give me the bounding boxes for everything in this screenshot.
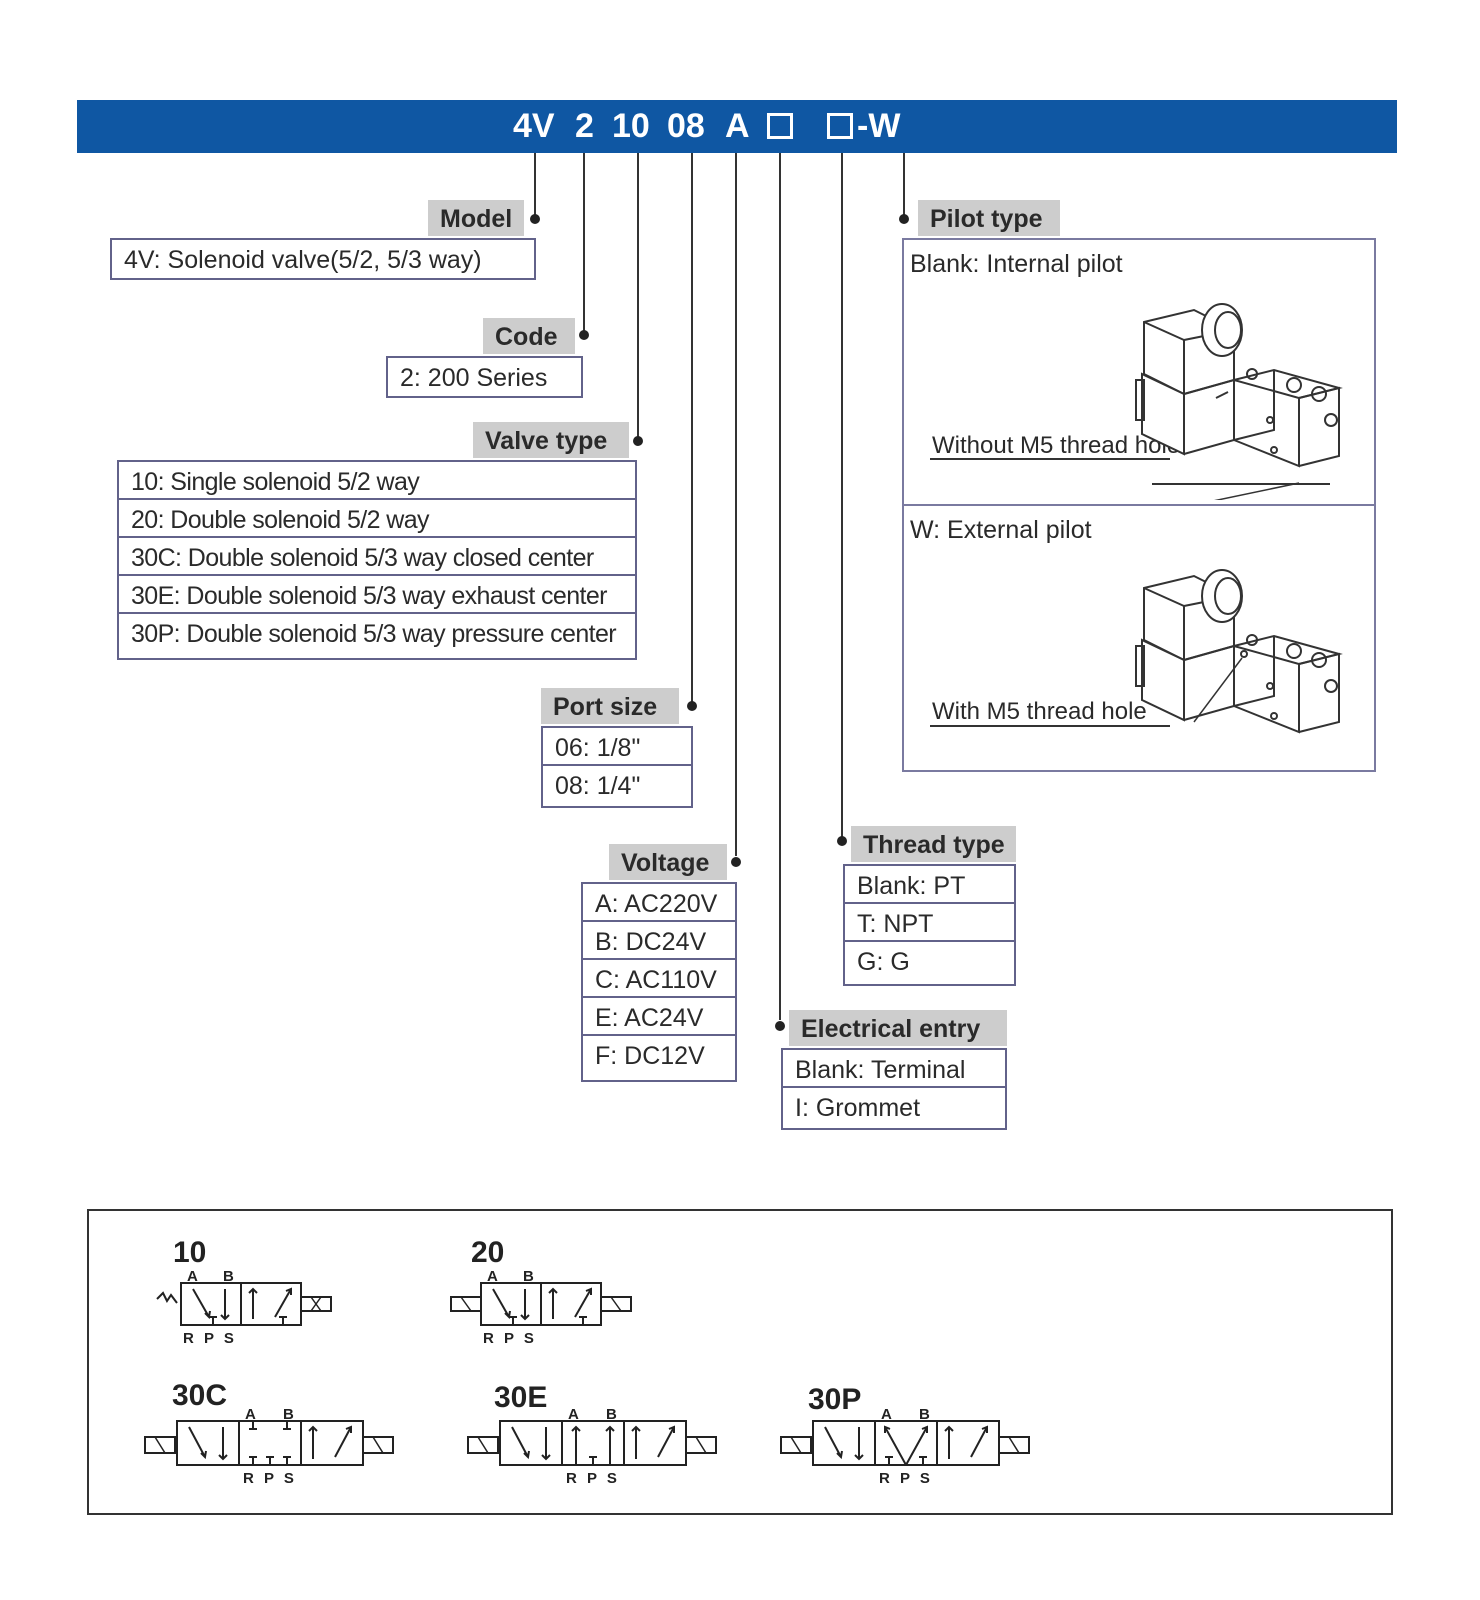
voltage-row: C: AC110V [583,960,735,998]
electrical-entry-row: I: Grommet [795,1094,921,1122]
symbol-30e-diagram: A B R P S [467,1407,717,1487]
thread-type-header: Thread type [851,826,1016,862]
code-box-electrical-entry [767,113,793,139]
port-size-row: 08: 1/4" [555,772,641,800]
symbol-30c-diagram: A B R P S [144,1407,394,1487]
pilot-type-panel: Blank: Internal pilot Without M5 thread … [902,238,1376,772]
leader-line-port-size [691,153,693,705]
thread-type-row: T: NPT [845,904,1014,942]
symbol-30e-port-b: B [606,1407,617,1423]
dot-thread-type [837,836,847,846]
port-size-header: Port size [541,688,679,724]
symbol-10-port-b: B [223,1269,234,1285]
electrical-entry-table: Blank: Terminal I: Grommet [781,1048,1007,1130]
code-seg-valve-type: 10 [612,107,650,145]
symbol-label-30e: 30E [494,1381,548,1414]
code-table: 2: 200 Series [386,356,583,398]
internal-note-underline [930,458,1170,460]
symbol-label-30c: 30C [172,1379,228,1412]
leader-line-pilot-type [903,153,905,218]
leader-line-model [534,153,536,221]
voltage-row: E: AC24V [583,998,735,1036]
dot-port-size [687,701,697,711]
symbol-label-20: 20 [471,1236,505,1269]
pilot-type-header: Pilot type [918,200,1060,236]
pilot-divider [904,504,1374,506]
dot-model [530,214,540,224]
valve-type-row: 20: Double solenoid 5/2 way [119,500,635,538]
external-pilot-note: With M5 thread hole [932,698,1147,725]
electrical-entry-row: Blank: Terminal [783,1050,1005,1088]
voltage-table: A: AC220V B: DC24V C: AC110V E: AC24V F:… [581,882,737,1082]
code-row: 2: 200 Series [400,364,548,392]
symbol-30c-ports-bottom: R P S [243,1470,297,1487]
valve-type-row: 30C: Double solenoid 5/3 way closed cent… [119,538,635,576]
voltage-row: A: AC220V [583,884,735,922]
dot-electrical-entry [775,1021,785,1031]
valve-type-row: 10: Single solenoid 5/2 way [119,462,635,500]
internal-pilot-valve-image [1135,303,1343,500]
code-header: Code [483,318,575,354]
electrical-entry-header: Electrical entry [789,1010,1007,1046]
code-seg-model: 4V [513,107,555,145]
port-size-row: 06: 1/8" [543,728,691,766]
code-box-thread-type [827,113,853,139]
leader-line-thread-type [841,153,843,840]
voltage-row: F: DC12V [595,1042,705,1070]
symbol-30e-port-a: A [568,1407,579,1423]
symbol-30c-port-a: A [245,1407,256,1423]
symbol-20-ports-bottom: R P S [483,1330,537,1347]
order-code-banner: 4V 2 10 08 A -W [77,100,1397,153]
symbol-20-port-b: B [523,1269,534,1285]
external-note-underline [930,725,1170,727]
symbol-30c-port-b: B [283,1407,294,1423]
external-pilot-label: W: External pilot [910,516,1092,544]
code-seg-pilot-type: -W [857,107,901,145]
symbol-20-port-a: A [487,1269,498,1285]
external-pilot-valve-image [1135,569,1343,734]
dot-pilot-type [899,214,909,224]
code-seg-voltage: A [725,107,750,145]
symbol-20-diagram: A B R P S [450,1269,632,1347]
valve-symbols-panel: 10 20 30C 30E 30P A B R P S [87,1209,1393,1515]
model-header: Model [428,200,524,236]
valve-type-table: 10: Single solenoid 5/2 way 20: Double s… [117,460,637,660]
symbol-10-diagram: A B R P S [156,1269,332,1347]
symbol-label-10: 10 [173,1236,207,1269]
valve-type-row: 30E: Double solenoid 5/3 way exhaust cen… [119,576,635,614]
model-row: 4V: Solenoid valve(5/2, 5/3 way) [124,246,482,274]
model-table: 4V: Solenoid valve(5/2, 5/3 way) [110,238,536,280]
symbol-30p-diagram: A B R P S [780,1407,1030,1487]
leader-line-voltage [735,153,737,856]
thread-type-row: G: G [857,948,910,976]
symbol-label-30p: 30P [808,1383,862,1416]
thread-type-row: Blank: PT [845,866,1014,904]
leader-line-code [583,153,585,335]
thread-type-table: Blank: PT T: NPT G: G [843,864,1016,986]
code-seg-code: 2 [575,107,594,145]
dot-code [579,330,589,340]
symbol-30p-port-a: A [881,1407,892,1423]
leader-line-electrical-entry [779,153,781,1020]
code-seg-port-size: 08 [667,107,705,145]
voltage-row: B: DC24V [583,922,735,960]
voltage-header: Voltage [609,844,727,880]
order-code: 4V 2 10 08 A -W [77,100,1397,153]
symbol-10-ports-bottom: R P S [183,1330,237,1347]
valve-type-row: 30P: Double solenoid 5/3 way pressure ce… [131,620,617,648]
dot-voltage [731,857,741,867]
dot-valve-type [633,436,643,446]
internal-pilot-label: Blank: Internal pilot [910,250,1123,278]
leader-line-valve-type [637,153,639,440]
internal-pilot-note: Without M5 thread hole [932,432,1181,459]
symbol-30p-port-b: B [919,1407,930,1423]
symbol-10-port-a: A [187,1269,198,1285]
port-size-table: 06: 1/8" 08: 1/4" [541,726,693,808]
symbol-30p-ports-bottom: R P S [879,1470,933,1487]
symbol-30e-ports-bottom: R P S [566,1470,620,1487]
valve-type-header: Valve type [473,422,629,458]
